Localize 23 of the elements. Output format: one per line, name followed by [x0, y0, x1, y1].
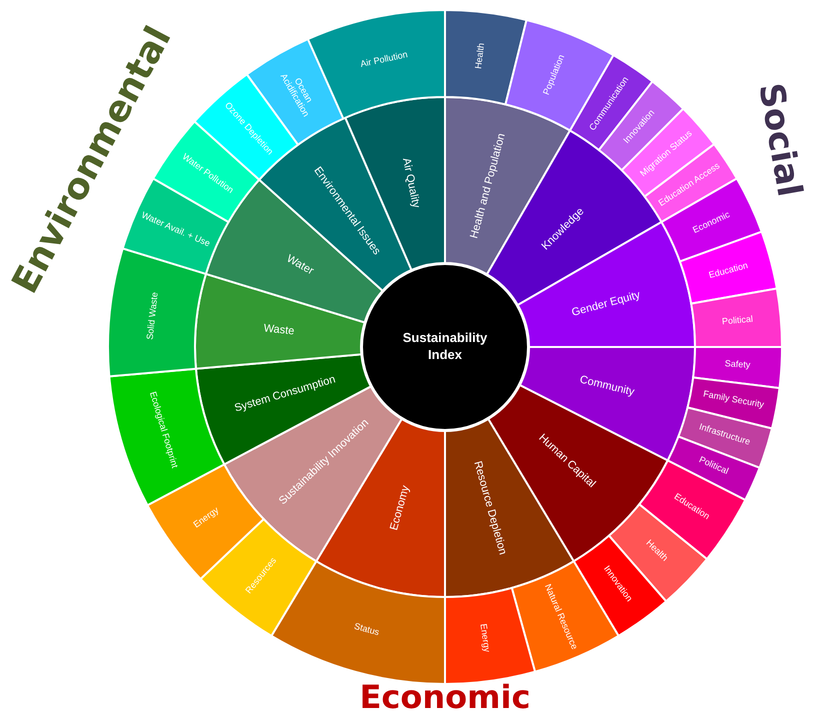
segment-label: Education: [706, 259, 750, 282]
center-label: Sustainability Index: [402, 330, 488, 364]
ring-segment: [108, 368, 226, 506]
segment-label: Energy: [478, 622, 494, 654]
category-heading: Economic: [360, 678, 530, 716]
ring-segment: [690, 287, 783, 348]
ring-segment: [444, 9, 528, 106]
segment-label: Waste: [262, 320, 296, 340]
segment-label: Resource Depletion: [470, 458, 510, 558]
segment-label: Status: [352, 620, 382, 640]
segment-label: Family Security: [702, 388, 766, 412]
segment-label: Health: [472, 41, 488, 72]
ring-segment: [444, 586, 536, 685]
ring-segment: [194, 272, 366, 370]
segment-label: Safety: [724, 358, 752, 372]
segment-label: Air Quality: [399, 156, 424, 212]
ring-segment: [518, 346, 696, 462]
ring-segment: [569, 54, 654, 151]
segment-label: Air Pollution: [358, 48, 410, 71]
segment-label: Solid Waste: [144, 292, 160, 342]
segment-label: Gender Equity: [570, 288, 643, 321]
segment-label: Political: [720, 313, 754, 329]
category-heading: Social: [750, 80, 810, 200]
